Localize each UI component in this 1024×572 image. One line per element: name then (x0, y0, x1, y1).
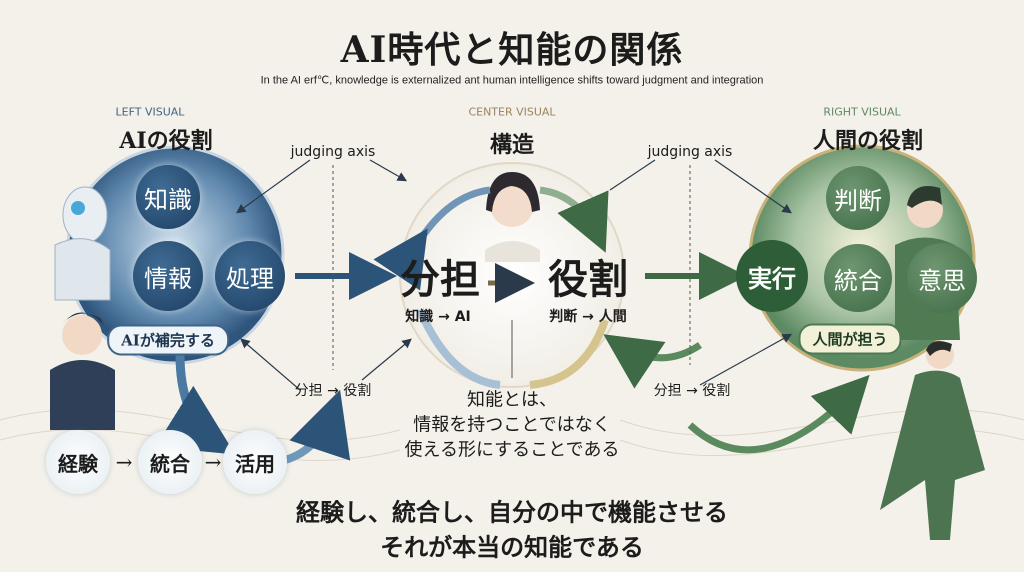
center-heading: 構造 (489, 132, 535, 158)
page-subtitle: In the AI erf℃, knowledge is externalize… (260, 74, 764, 87)
center-visual-label: CENTER VISUAL (468, 105, 556, 119)
bubble-information: 情報 (133, 241, 203, 311)
step-arrow-icon: → (204, 450, 222, 474)
axis-label-right: judging axis (647, 144, 733, 160)
role-subtext: 判断 → 人間 (549, 309, 627, 325)
right-visual-label: RIGHT VISUAL (823, 105, 901, 119)
footer-line-1: 経験し、統合し、自分の中で機能させる (296, 498, 728, 527)
definition-line: 情報を持つことではなく (413, 414, 611, 436)
bubble-judgment: 判断 (826, 166, 890, 230)
bubble-processing: 処理 (215, 241, 285, 311)
division-term: 分担 (400, 256, 480, 303)
left-heading: AIの役割 (119, 128, 213, 154)
step-experience: 経験 (46, 430, 110, 494)
step-utilization: 活用 (223, 430, 287, 494)
definition-line: 使える形にすることである (404, 439, 620, 461)
step-integration: 統合 (138, 430, 202, 494)
flow-label-left: 分担 → 役割 (294, 383, 372, 399)
axis-label-left: judging axis (290, 144, 376, 160)
division-subtext: 知識 → AI (405, 309, 471, 325)
page-title: AI時代と知能の関係 (340, 29, 684, 71)
bubble-knowledge: 知識 (136, 165, 200, 229)
woman-avatar (485, 172, 540, 262)
businessman-figure (50, 312, 115, 430)
step-arrow-icon: → (115, 450, 133, 474)
definition-line: 知能とは、 (466, 389, 557, 411)
right-heading: 人間の役割 (812, 128, 924, 154)
flow-label-right: 分担 → 役割 (653, 383, 731, 399)
human-bears-pill: 人間が担う (798, 323, 902, 355)
ai-complements-pill: AIが補完する (107, 324, 229, 356)
walking-man-figure (880, 341, 985, 540)
robot-figure (54, 186, 111, 301)
role-term: 役割 (548, 256, 628, 303)
bubble-execution: 実行 (736, 240, 808, 312)
intelligence-definition: 知能とは、 情報を持つことではなく 使える形にすることである (405, 388, 620, 463)
left-visual-label: LEFT VISUAL (115, 105, 185, 119)
footer-line-2: それが本当の知能である (380, 533, 644, 562)
bubble-integration: 統合 (824, 244, 892, 312)
bubble-will: 意思 (907, 243, 977, 313)
